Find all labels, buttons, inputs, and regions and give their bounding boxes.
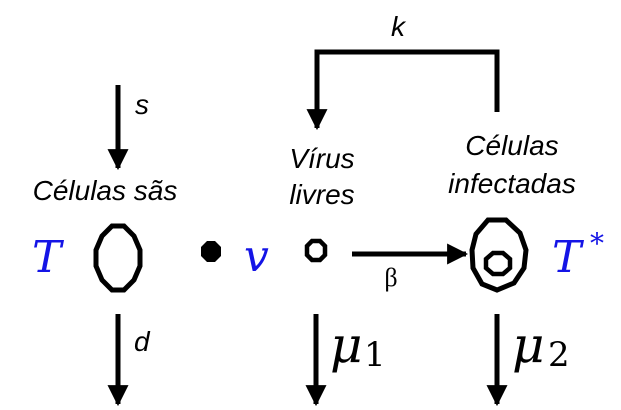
symbol-star: *: [590, 227, 604, 260]
infected-cells-label-line1: Células: [465, 130, 558, 161]
infected-cells-label-line2: infectadas: [448, 168, 576, 199]
free-virus-label-line1: Vírus: [289, 143, 354, 174]
rate-mu2-symbol: μ: [512, 316, 545, 374]
rate-k-label: k: [391, 11, 407, 42]
rate-mu2-subscript: 2: [548, 335, 570, 375]
rate-mu1-subscript: 1: [364, 335, 386, 375]
infected-cell-nucleus: [483, 250, 513, 277]
rate-d-label: d: [134, 326, 151, 357]
symbol-T: T: [32, 232, 65, 283]
infected-cell-icon: [469, 217, 529, 293]
free-virus-icon: [304, 238, 328, 263]
infection-feedback-arrow: [306, 49, 500, 131]
rate-s-label: s: [135, 89, 149, 120]
symbol-v: v: [244, 231, 269, 282]
healthy-cell-icon: [93, 223, 143, 293]
rate-mu1-symbol: μ: [330, 316, 363, 374]
free-virus-label-line2: livres: [289, 179, 354, 210]
virion-icon: [201, 241, 221, 262]
infected-cell-membrane: [469, 217, 529, 293]
rate-beta-label: β: [384, 263, 397, 292]
healthy-cells-label: Células sãs: [33, 175, 178, 206]
symbol-T-star: T: [552, 232, 585, 283]
